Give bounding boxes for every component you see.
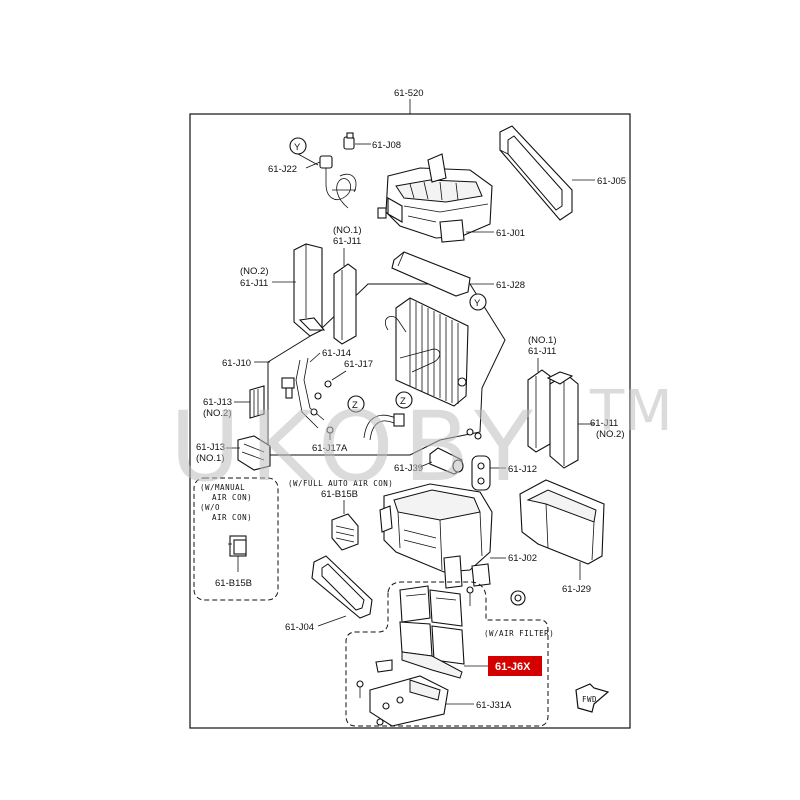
svg-text:Y: Y [294, 142, 301, 153]
part-b15b-actuator[interactable] [331, 513, 359, 551]
label-j13-b: 61-J13 [196, 442, 225, 453]
label-j17a: 61-J17A [312, 443, 348, 454]
watermark: UKOBY TM [170, 379, 673, 503]
label-j02: 61-J02 [508, 553, 537, 564]
label-manual-note-1: (W/MANUAL [200, 483, 245, 492]
svg-text:Y: Y [474, 298, 481, 309]
label-j13-b-note: (NO.1) [196, 453, 225, 464]
part-j11-no2-right[interactable] [546, 371, 579, 469]
screw-j02 [466, 586, 526, 606]
part-j13-no2[interactable] [249, 385, 265, 419]
label-j12: 61-J12 [508, 464, 537, 475]
label-j29: 61-J29 [562, 584, 591, 595]
part-j17a-pipe[interactable] [326, 413, 405, 441]
label-j6x: 61-J6X [495, 661, 531, 673]
label-j11-no2: 61-J11 [240, 278, 268, 289]
label-j04: 61-J04 [285, 622, 314, 633]
part-j10-expansion-valve[interactable] [281, 377, 295, 399]
part-j12-seal[interactable] [471, 455, 491, 491]
bolt-pair [466, 428, 482, 440]
label-full-auto-note: (W/FULL AUTO AIR CON) [288, 479, 393, 488]
label-b15b-main: 61-B15B [321, 489, 358, 500]
part-j28-seal[interactable] [391, 251, 471, 297]
ref-y-top: Y [289, 137, 307, 155]
label-j31a: 61-J31A [476, 700, 512, 711]
air-filter-box [345, 581, 549, 727]
fwd-arrow-icon: FWD [575, 683, 610, 713]
label-j39: 61-J39 [394, 463, 423, 474]
part-j39-grommet[interactable] [429, 447, 464, 475]
highlight-label-j6x[interactable]: 61-J6X [488, 656, 542, 676]
label-r-j11-no2-note: (NO.2) [596, 429, 625, 440]
part-j11-no1-left[interactable] [333, 263, 357, 345]
part-j08-clip[interactable] [343, 132, 355, 150]
label-j28: 61-J28 [496, 280, 525, 291]
part-j6x-air-filter[interactable] [399, 585, 465, 679]
part-j31a-cover[interactable] [369, 659, 449, 727]
svg-text:Z: Z [352, 400, 358, 411]
label-b15b-box: 61-B15B [215, 578, 252, 589]
part-j01-upper-case[interactable] [377, 153, 493, 243]
svg-text:TM: TM [589, 379, 673, 444]
svg-text:UKOBY: UKOBY [170, 391, 543, 503]
part-evaporator-core[interactable] [395, 297, 469, 407]
label-j13-a-note: (NO.2) [203, 408, 232, 419]
label-r-j11-no1-note: (NO.1) [528, 335, 557, 346]
part-j29-duct[interactable] [519, 479, 605, 565]
svg-text:Z: Z [400, 396, 406, 407]
label-j11-no1: 61-J11 [333, 236, 361, 247]
label-manual-note-3: (W/O [200, 503, 220, 512]
label-manual-note-2: AIR CON) [212, 493, 252, 502]
part-j14-oring[interactable] [310, 380, 332, 416]
screw-j31a [356, 680, 384, 726]
ref-z-right: Z [395, 391, 413, 409]
label-air-filter-note: (W/AIR FILTER) [484, 629, 554, 638]
label-r-j11-no2: 61-J11 [590, 418, 618, 429]
label-r-j11-no1: 61-J11 [528, 346, 556, 357]
label-j11-no2-note: (NO.2) [240, 266, 269, 277]
assembly-label: 61-520 [394, 88, 424, 99]
ref-z-left: Z [347, 395, 365, 413]
manual-aircon-box [193, 477, 279, 601]
label-j22: 61-J22 [268, 164, 297, 175]
part-j13-no1[interactable] [237, 435, 271, 471]
part-j04-gasket[interactable] [311, 555, 373, 619]
ref-y-mid: Y [469, 293, 487, 311]
label-j08: 61-J08 [372, 140, 401, 151]
assembly-frame [189, 113, 631, 729]
label-j14: 61-J14 [322, 348, 351, 359]
label-manual-note-4: AIR CON) [212, 513, 252, 522]
part-b15b-manual[interactable] [228, 535, 247, 557]
part-j22-sensor[interactable] [319, 155, 357, 209]
part-j02-lower-case[interactable] [379, 483, 493, 589]
label-j05: 61-J05 [597, 176, 626, 187]
svg-text:FWD: FWD [582, 695, 597, 704]
part-j05-frame[interactable] [499, 125, 573, 221]
label-j13-a: 61-J13 [203, 397, 232, 408]
label-j01: 61-J01 [496, 228, 525, 239]
label-j17: 61-J17 [344, 359, 373, 370]
part-j11-no2-left[interactable] [293, 243, 326, 337]
label-j11-no1-note: (NO.1) [333, 225, 362, 236]
highlight-badge [488, 656, 542, 676]
label-j10: 61-J10 [222, 358, 251, 369]
